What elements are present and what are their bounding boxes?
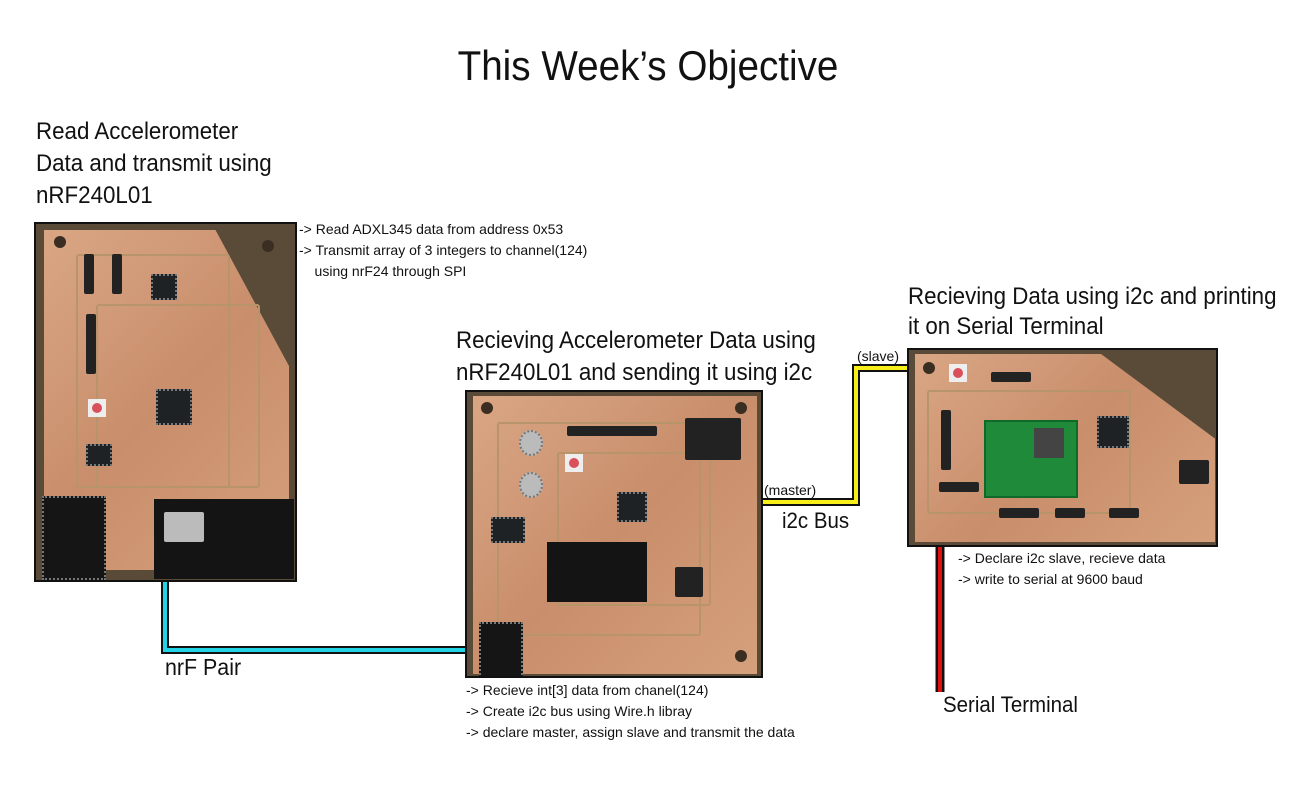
slave-heading: Recieving Data using i2c and printing it… (908, 283, 1277, 340)
nrf-pair-label: nrF Pair (165, 654, 242, 680)
transmitter-notes: -> Read ADXL345 data from address 0x53 -… (299, 221, 588, 279)
transmitter-board-photo (34, 222, 297, 582)
serial-terminal-label: Serial Terminal (943, 692, 1078, 717)
receiver-heading: Recieving Accelerometer Data using nRF24… (456, 327, 816, 386)
transmitter-heading: Read Accelerometer Data and transmit usi… (36, 118, 272, 209)
nrf-wire (161, 581, 466, 654)
nrf-wire-fill (163, 581, 466, 652)
i2c-bus-label: i2c Bus (782, 508, 850, 533)
i2c-wire-fill (762, 366, 908, 504)
receiver-notes: -> Recieve int[3] data from chanel(124) … (466, 682, 795, 740)
receiver-board-photo (465, 390, 763, 678)
page-title: This Week’s Objective (457, 42, 839, 89)
slave-board-photo (907, 348, 1218, 547)
slave-notes: -> Declare i2c slave, recieve data -> wr… (958, 550, 1166, 587)
slave-label: (slave) (857, 348, 900, 364)
master-label: (master) (764, 482, 817, 498)
